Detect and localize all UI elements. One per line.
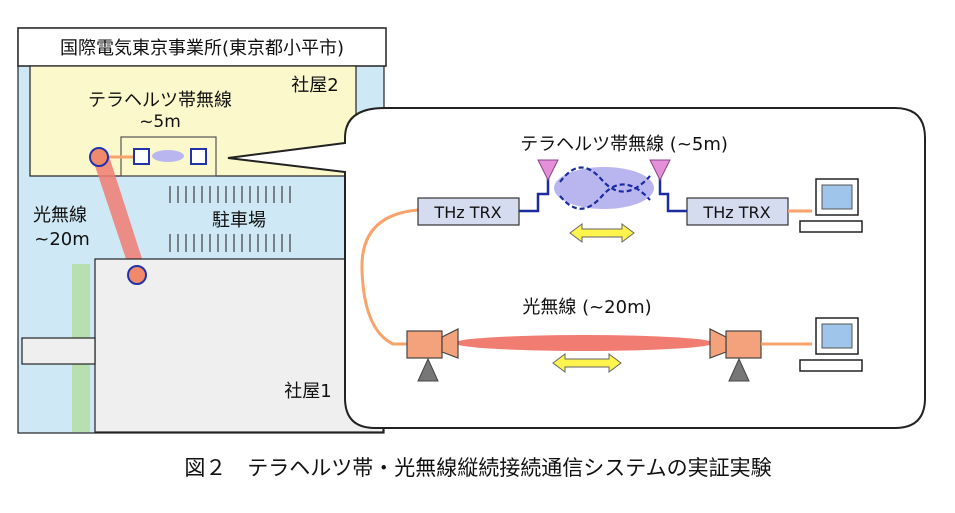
map-optical-beam [92, 153, 146, 277]
thz-trx-left [417, 197, 520, 226]
fiber-cable-left [360, 208, 419, 346]
figure-caption: 図２ テラヘルツ帯・光無線縦続接続通信システムの実証実験 [184, 456, 771, 480]
map-thz-label-line2: ~5m [139, 112, 181, 132]
site-title: 国際電気東京事業所(東京都小平市) [60, 38, 344, 59]
thz-trx-right-label: THz TRX [702, 203, 770, 222]
map-thz-trx-right [190, 148, 207, 165]
optical-double-arrow [552, 353, 622, 373]
pc-top [799, 178, 863, 233]
map-thz-trx-left [133, 148, 150, 165]
building-1 [94, 258, 384, 433]
thz-trx-left-label: THz TRX [433, 203, 501, 222]
thz-wave-b [559, 183, 651, 210]
antenna-cable-right [658, 177, 687, 213]
site-title-box [17, 27, 387, 67]
antenna-right [649, 159, 671, 182]
optical-beam [454, 335, 714, 351]
thz-wave-beam [554, 167, 654, 209]
parking-stripes [169, 186, 291, 252]
map-optical-terminal-top [89, 147, 109, 167]
antenna-cable-left [519, 177, 550, 213]
map-thz-label-line1: テラヘルツ帯無線 [88, 90, 232, 111]
detail-thz-title: テラヘルツ帯無線 (~5m) [520, 134, 728, 155]
map-optical-label-line2: ~20m [34, 229, 90, 250]
pc-bottom [799, 317, 863, 372]
parking-label: 駐車場 [212, 210, 266, 231]
building-1-corridor [21, 337, 96, 365]
detail-optical-title: 光無線 (~20m) [522, 297, 651, 318]
building-1-label: 社屋1 [284, 381, 331, 402]
thz-trx-right [686, 197, 789, 226]
thz-double-arrow [569, 223, 635, 243]
map-optical-label-line1: 光無線 [33, 205, 87, 226]
antenna-left [537, 159, 559, 182]
building-2-label: 社屋2 [291, 75, 338, 96]
optical-head-left [406, 328, 459, 382]
map-optical-terminal-bottom [127, 265, 147, 285]
map-thz-beam [152, 150, 184, 162]
optical-head-right [709, 328, 762, 382]
